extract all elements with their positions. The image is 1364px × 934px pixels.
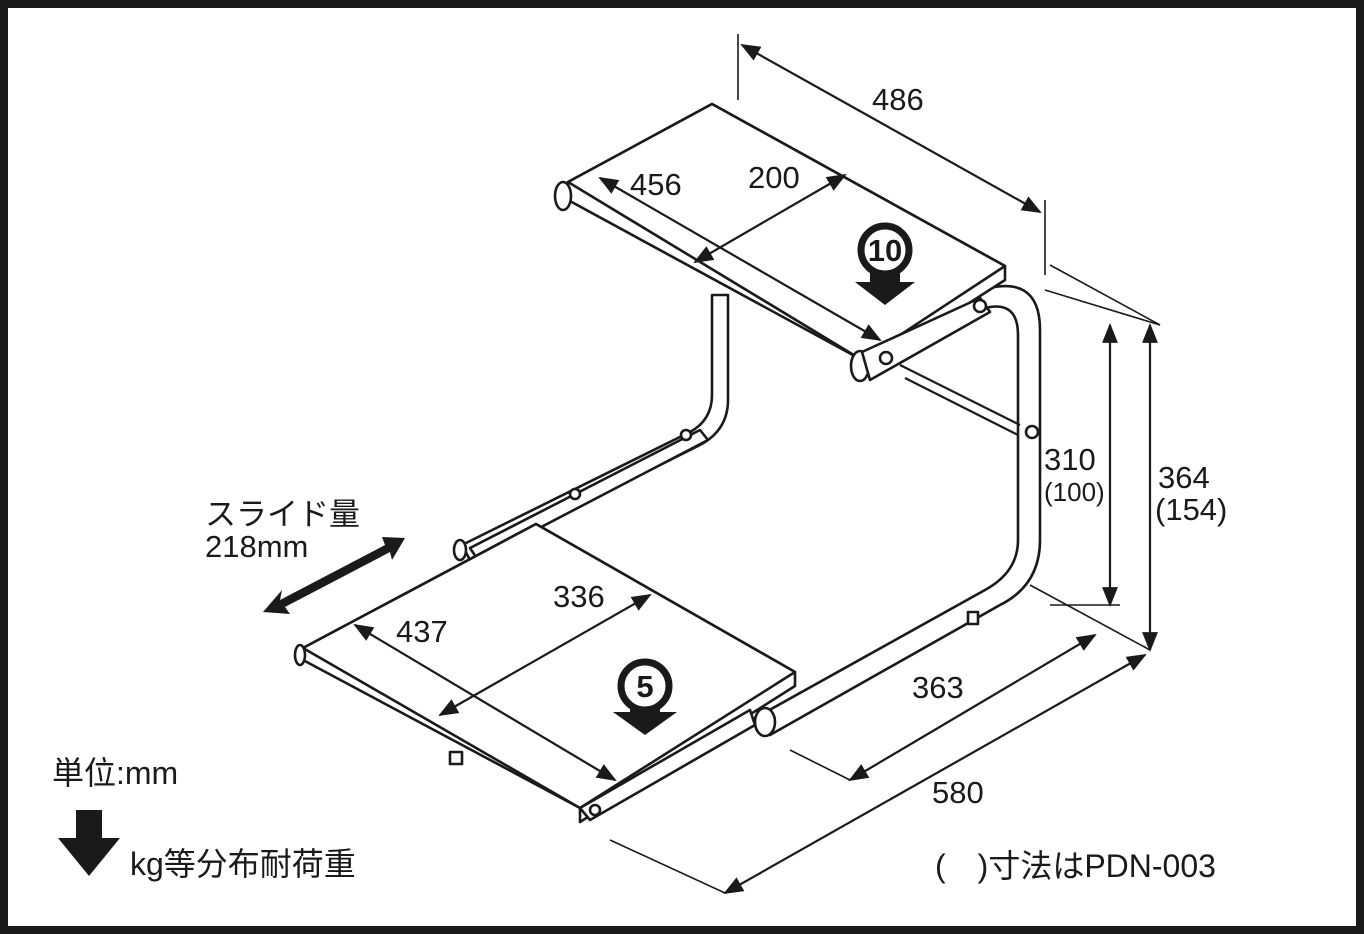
load-badge-bottom: 5: [613, 658, 677, 735]
load-arrow-icon: [58, 810, 120, 876]
dim-580: 580: [932, 775, 984, 810]
top-shelf: [553, 102, 1007, 383]
slide-label: スライド量: [205, 497, 360, 532]
dimension-lines: [353, 34, 1161, 894]
dim-310: 310: [1044, 442, 1096, 477]
dim-200: 200: [748, 160, 800, 195]
dim-100: (100): [1044, 477, 1105, 507]
load-legend-label: kg等分布耐荷重: [130, 846, 356, 882]
dim-437: 437: [396, 614, 448, 649]
dim-336: 336: [553, 579, 605, 614]
left-frame-tube: [460, 293, 730, 562]
dim-364: 364: [1158, 460, 1210, 495]
slide-value: 218mm: [205, 529, 308, 564]
dim-486: 486: [872, 82, 924, 117]
load-top-value: 10: [868, 233, 902, 268]
unit-label: 単位:mm: [52, 755, 178, 791]
dim-363: 363: [912, 670, 964, 705]
pdn-note: ( )寸法はPDN-003: [935, 848, 1216, 884]
dim-456: 456: [630, 167, 682, 202]
load-bottom-value: 5: [636, 669, 653, 704]
slide-arrow-icon: [263, 537, 405, 614]
load-badge-top: 10: [855, 222, 915, 305]
dim-154: (154): [1155, 492, 1227, 527]
